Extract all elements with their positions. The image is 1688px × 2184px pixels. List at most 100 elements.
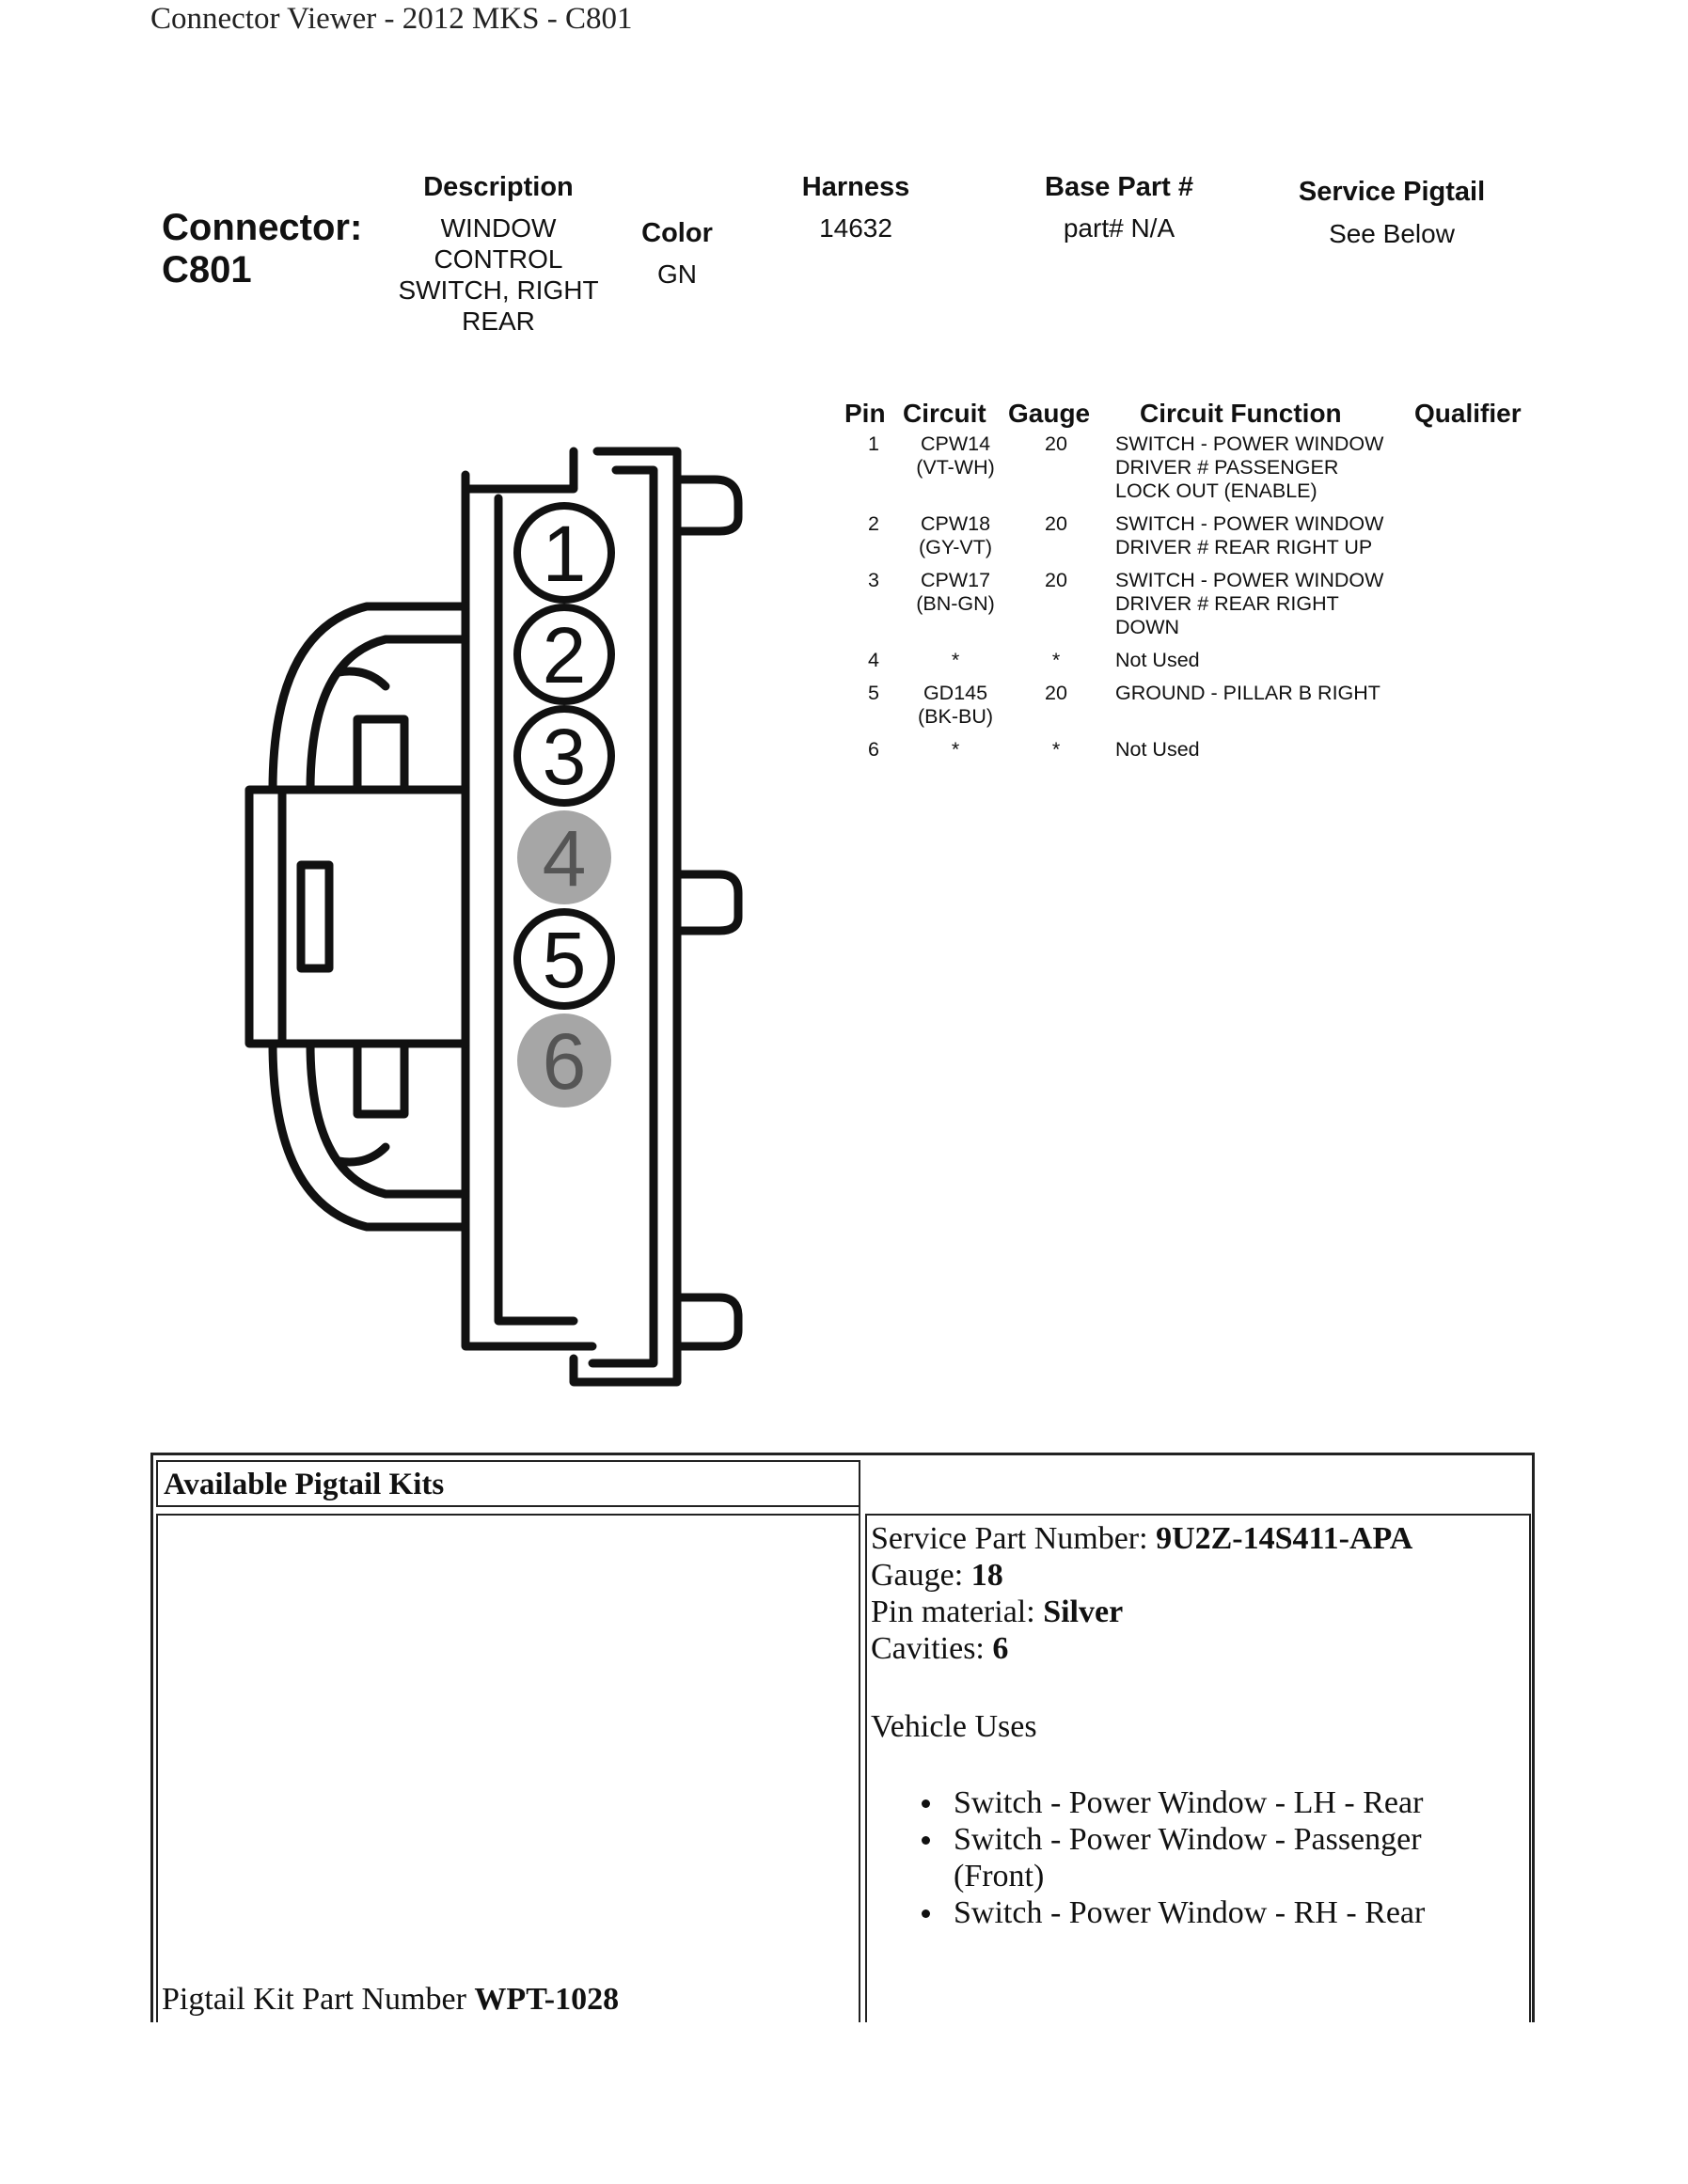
pin-number: 3 <box>868 569 879 591</box>
qualifier-cell <box>1414 738 1540 771</box>
pin-cavity-3 <box>513 705 615 807</box>
service-pigtail-value: See Below <box>1329 219 1455 248</box>
gauge-column-header: Gauge <box>1008 399 1091 428</box>
service-part-number: Service Part Number: 9U2Z-14S411-APA <box>871 1520 1412 1557</box>
vehicle-uses-title: Vehicle Uses <box>871 1709 1037 1744</box>
pin-cavity-label: 4 <box>543 814 587 903</box>
description-value: WINDOW CONTROL SWITCH, RIGHT REAR <box>376 212 621 337</box>
function-cell: Not Used <box>1104 738 1414 771</box>
base-part-header: Base Part # <box>1045 172 1193 202</box>
circuit-cell: * <box>903 738 1008 771</box>
circuit-id: * <box>951 649 960 671</box>
connector-side-rail-inner <box>588 465 658 1368</box>
circuit-cell: CPW17(BN-GN) <box>903 569 1008 649</box>
pin-cavity-label: 3 <box>543 713 587 801</box>
function-line: DOWN <box>1115 616 1180 638</box>
pin-cavity-6 <box>517 1013 611 1108</box>
left-latch-stem-top <box>353 715 409 794</box>
left-latch-arm-bottom <box>268 1039 470 1232</box>
circuit-color: (BN-GN) <box>916 592 995 615</box>
description-line: WINDOW <box>440 213 557 243</box>
pigtail-image-cell <box>156 1514 860 2022</box>
gauge-value: 18 <box>970 1558 1003 1593</box>
function-line: GROUND - PILLAR B RIGHT <box>1115 682 1380 704</box>
gauge-cell: 20 <box>1045 682 1067 704</box>
pin-cavity-label: 1 <box>543 510 587 598</box>
pin-table: Pin Circuit Gauge Circuit Function Quali… <box>844 399 1540 771</box>
list-item: Switch - Power Window - RH - Rear <box>912 1894 1495 1931</box>
latch-tab-middle <box>672 870 743 935</box>
gauge-cell: * <box>1051 649 1061 671</box>
circuit-column-header: Circuit <box>903 399 986 428</box>
pin-column-header: Pin <box>844 399 886 428</box>
connector-id: C801 <box>162 249 252 291</box>
function-line: LOCK OUT (ENABLE) <box>1115 479 1317 502</box>
left-latch-arm-top <box>268 602 470 794</box>
circuit-color: (GY-VT) <box>918 536 993 558</box>
pin-number: 5 <box>868 682 879 704</box>
table-row: 5 GD145(BK-BU) 20 GROUND - PILLAR B RIGH… <box>844 682 1540 738</box>
connector-top-cap <box>461 447 578 494</box>
pin-table-header-row: Pin Circuit Gauge Circuit Function Quali… <box>844 399 1540 432</box>
gauge-cell: * <box>1051 738 1061 761</box>
function-cell: GROUND - PILLAR B RIGHT <box>1104 682 1414 738</box>
table-row: 4 * * Not Used <box>844 649 1540 682</box>
divider <box>859 1460 860 1514</box>
circuit-id: CPW14 <box>920 432 991 455</box>
circuit-cell: * <box>903 649 1008 682</box>
divider <box>859 1514 860 2022</box>
left-latch-arm-top-inner <box>306 635 470 794</box>
pin-number: 6 <box>868 738 879 761</box>
gauge-cell: 20 <box>1045 512 1067 535</box>
left-latch-stem-bottom <box>353 1039 409 1119</box>
cavities-spec: Cavities: 6 <box>871 1630 1008 1667</box>
page-title: Connector Viewer - 2012 MKS - C801 <box>150 2 633 36</box>
circuit-id: * <box>951 738 960 761</box>
circuit-id: CPW18 <box>920 512 991 535</box>
description-header: Description <box>423 172 574 202</box>
qualifier-cell <box>1414 512 1540 569</box>
circuit-cell: CPW18(GY-VT) <box>903 512 1008 569</box>
connector-body-outline <box>461 470 597 1351</box>
function-line: DRIVER # REAR RIGHT UP <box>1115 536 1373 558</box>
qualifier-column-header: Qualifier <box>1414 399 1522 428</box>
function-line: Not Used <box>1115 738 1200 761</box>
pin-cavity-label: 6 <box>543 1017 587 1106</box>
gauge-spec: Gauge: 18 <box>871 1557 1003 1594</box>
circuit-id: CPW17 <box>920 569 991 591</box>
harness-value: 14632 <box>819 213 892 243</box>
service-part-value: 9U2Z-14S411-APA <box>1156 1521 1413 1556</box>
cavities-label: Cavities: <box>871 1631 985 1666</box>
qualifier-cell <box>1414 649 1540 682</box>
pin-cavity-5 <box>513 908 615 1010</box>
pigtail-kit-part-number: Pigtail Kit Part Number WPT-1028 <box>162 1982 619 2018</box>
latch-tab-bottom <box>672 1293 743 1351</box>
kit-part-label: Pigtail Kit Part Number <box>162 1982 466 2017</box>
pin-material-value: Silver <box>1043 1595 1124 1629</box>
connector-side-rail <box>569 447 682 1387</box>
circuit-cell: GD145(BK-BU) <box>903 682 1008 738</box>
function-cell: Not Used <box>1104 649 1414 682</box>
gauge-label: Gauge: <box>871 1558 964 1593</box>
function-line: DRIVER # REAR RIGHT <box>1115 592 1339 615</box>
circuit-id: GD145 <box>923 682 988 704</box>
function-line: DRIVER # PASSENGER <box>1115 456 1339 479</box>
gauge-cell: 20 <box>1045 569 1067 591</box>
circuit-color: (BK-BU) <box>917 705 994 728</box>
qualifier-cell <box>1414 569 1540 649</box>
cavities-value: 6 <box>992 1631 1009 1666</box>
service-part-label: Service Part Number: <box>871 1521 1148 1556</box>
function-line: Not Used <box>1115 649 1200 671</box>
pin-cavity-1 <box>513 502 615 604</box>
left-latch-arm-bottom-inner <box>306 1039 470 1199</box>
pin-material-label: Pin material: <box>871 1595 1035 1629</box>
function-line: SWITCH - POWER WINDOW <box>1115 569 1384 591</box>
circuit-color: (VT-WH) <box>916 456 995 479</box>
pin-number: 4 <box>868 649 879 671</box>
latch-tab-top <box>672 475 743 536</box>
